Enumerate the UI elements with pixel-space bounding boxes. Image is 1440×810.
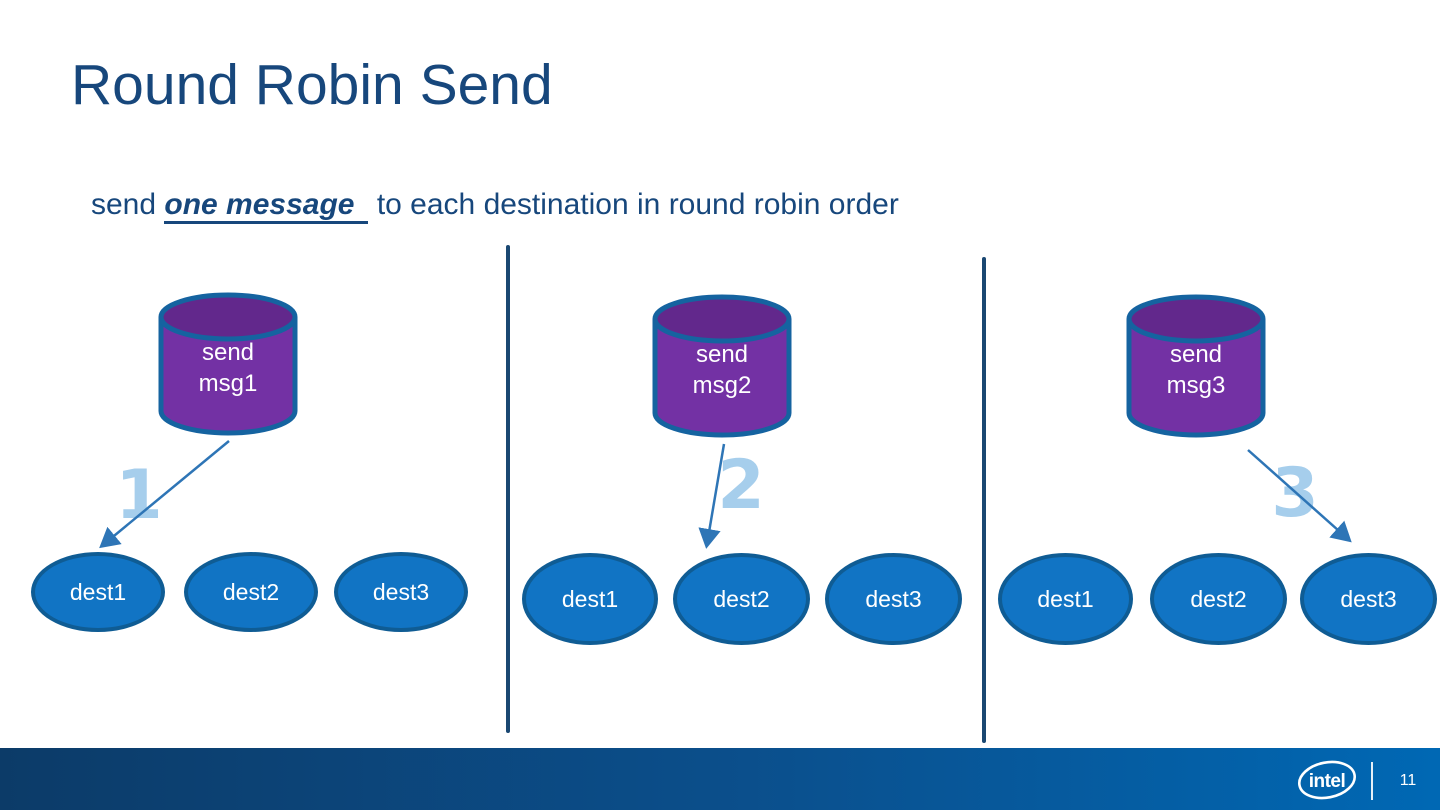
page-title: Round Robin Send <box>71 53 553 117</box>
dest-ellipse: dest3 <box>1300 553 1437 645</box>
dest-ellipse: dest1 <box>31 552 165 632</box>
cylinder-send-msg1: send msg1 <box>158 291 298 439</box>
footer-separator <box>1371 762 1373 800</box>
footer-bar: intel 11 <box>0 748 1440 810</box>
dest-ellipse: dest2 <box>1150 553 1287 645</box>
cylinder-send-msg3: send msg3 <box>1126 293 1266 441</box>
step-number-1: 1 <box>115 456 163 535</box>
cylinder-label-line2: msg3 <box>1166 372 1226 399</box>
cylinder-label: send msg1 <box>158 337 298 399</box>
dest-ellipse: dest2 <box>184 552 318 632</box>
dest-ellipse: dest3 <box>334 552 468 632</box>
cylinder-label-line2: msg2 <box>692 372 752 399</box>
cylinder-label-line1: send <box>695 341 749 368</box>
cylinder-send-msg2: send msg2 <box>652 293 792 441</box>
dest-ellipse: dest1 <box>522 553 658 645</box>
cylinder-shape <box>158 292 298 436</box>
step-number-3: 3 <box>1271 454 1319 533</box>
panel-divider-right <box>982 257 986 743</box>
cylinder-label: send msg3 <box>1126 339 1266 401</box>
cylinder-label: send msg2 <box>652 339 792 401</box>
cylinder-label-line2: msg1 <box>198 370 258 397</box>
intel-logo-text: intel <box>1309 771 1346 792</box>
step-number-2: 2 <box>717 446 765 525</box>
subtitle-emphasis: one message <box>164 188 369 224</box>
slide-subtitle: send one message to each destination in … <box>91 188 899 224</box>
panel-divider-left <box>506 245 510 733</box>
intel-logo: intel <box>1298 760 1356 800</box>
cylinder-label-line1: send <box>201 339 255 366</box>
dest-ellipse: dest1 <box>998 553 1133 645</box>
subtitle-suffix: to each destination in round robin order <box>368 188 899 221</box>
cylinder-label-line1: send <box>1169 341 1223 368</box>
dest-ellipse: dest2 <box>673 553 810 645</box>
page-number: 11 <box>1399 772 1417 789</box>
cylinder-shape <box>1126 294 1266 438</box>
dest-ellipse: dest3 <box>825 553 962 645</box>
subtitle-prefix: send <box>91 188 165 221</box>
cylinder-shape <box>652 294 792 438</box>
